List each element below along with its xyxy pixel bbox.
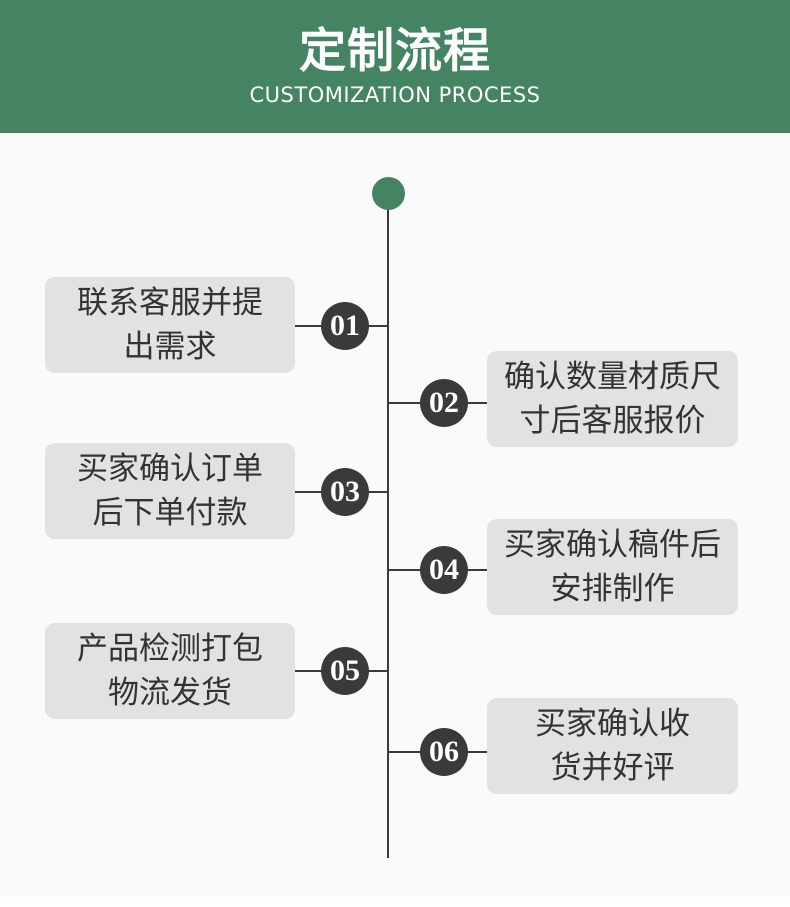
step-06-text-line1: 买家确认收: [535, 706, 690, 742]
step-05-label-box: 产品检测打包 物流发货: [45, 623, 295, 719]
step-04-text-line2: 安排制作: [550, 571, 675, 607]
header-banner: 定制流程 CUSTOMIZATION PROCESS: [0, 0, 790, 133]
step-05-number-badge: 05: [321, 647, 369, 695]
step-06-number-badge: 06: [420, 728, 468, 776]
timeline-line: [387, 193, 389, 858]
step-01-text-line1: 联系客服并提: [77, 285, 263, 321]
step-03-label-box: 买家确认订单 后下单付款: [45, 443, 295, 539]
step-02-text-line1: 确认数量材质尺: [504, 359, 721, 395]
timeline-start-dot: [372, 177, 405, 210]
step-01-label-box: 联系客服并提 出需求: [45, 277, 295, 373]
step-03-text-line2: 后下单付款: [92, 495, 248, 531]
step-02-number-badge: 02: [420, 379, 468, 427]
step-01-text-line2: 出需求: [123, 329, 217, 365]
step-03-number-badge: 03: [321, 468, 369, 516]
step-02-text-line2: 寸后客服报价: [519, 403, 706, 439]
step-06-text-line2: 货并好评: [550, 750, 675, 786]
step-04-number-badge: 04: [420, 546, 468, 594]
step-04-text-line1: 买家确认稿件后: [504, 527, 721, 563]
step-01-number-badge: 01: [321, 302, 369, 350]
step-03-text-line1: 买家确认订单: [77, 451, 263, 487]
step-02-label-box: 确认数量材质尺 寸后客服报价: [487, 351, 738, 447]
step-04-label-box: 买家确认稿件后 安排制作: [487, 519, 738, 615]
step-05-text-line2: 物流发货: [108, 675, 232, 711]
step-06-label-box: 买家确认收 货并好评: [487, 698, 738, 794]
step-05-text-line1: 产品检测打包: [77, 631, 263, 667]
bottom-margin-strip: [0, 897, 790, 907]
page-subtitle: CUSTOMIZATION PROCESS: [249, 83, 541, 107]
page-title: 定制流程: [299, 24, 491, 79]
